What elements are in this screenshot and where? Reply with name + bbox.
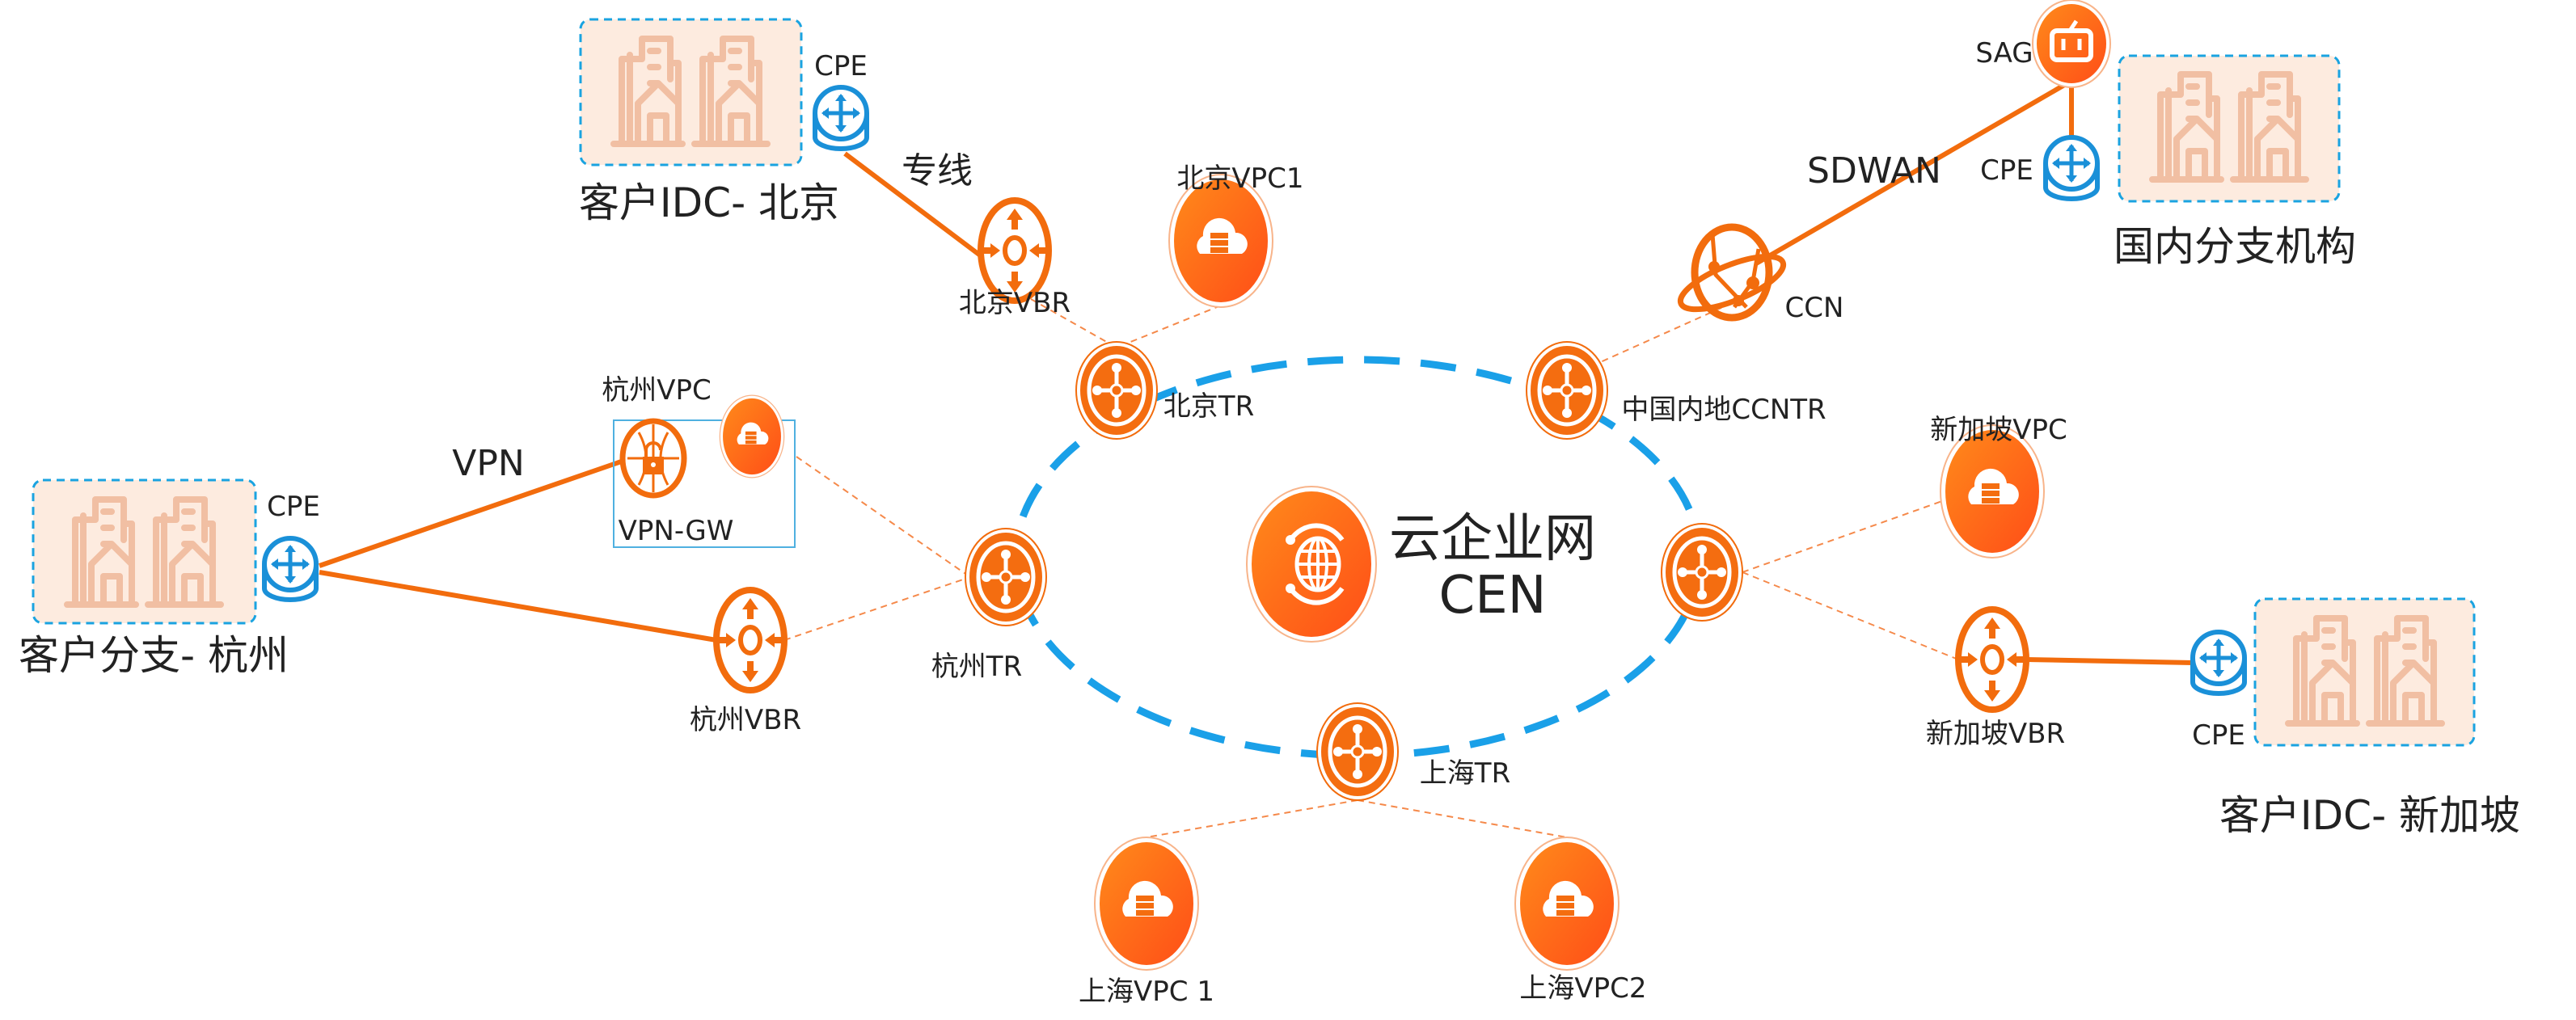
vpn-link-vbr bbox=[319, 570, 717, 643]
hangzhou-vpc[interactable]: 杭州VPC VPN-GW bbox=[602, 374, 796, 548]
leased-line-label: 专线 bbox=[902, 150, 973, 192]
tr-hangzhou[interactable]: 杭州TR bbox=[931, 529, 1046, 683]
vpn-gateway[interactable] bbox=[619, 418, 687, 499]
beijing-vpc1[interactable]: 北京VPC1 bbox=[1168, 162, 1304, 308]
vbr-icon bbox=[716, 590, 784, 690]
sdwan-label: SDWAN bbox=[1807, 150, 1941, 192]
link-bjvbr-tr bbox=[1030, 298, 1117, 348]
vbr-icon bbox=[981, 200, 1049, 301]
site-label: 客户IDC- 北京 bbox=[579, 179, 839, 226]
tr-beijing[interactable]: 北京TR bbox=[1076, 342, 1254, 439]
tr-singapore[interactable] bbox=[1662, 524, 1742, 621]
link-bjvpc-tr bbox=[1116, 305, 1222, 348]
hangzhou-vbr[interactable]: 杭州VBR bbox=[690, 590, 801, 736]
sag[interactable]: SAG bbox=[1975, 0, 2111, 88]
vpn-label: VPN bbox=[452, 443, 525, 484]
node-label: 杭州VBR bbox=[690, 704, 801, 736]
site-domestic-branch[interactable]: CPE 国内分支机构 bbox=[1980, 54, 2356, 270]
vpn-gw-label: VPN-GW bbox=[619, 515, 734, 547]
solid-links bbox=[319, 78, 2194, 665]
cpe-label: CPE bbox=[1980, 154, 2033, 187]
node-label: 上海VPC2 bbox=[1519, 972, 1646, 1005]
link-shvpc1-tr bbox=[1146, 799, 1358, 838]
link-sgvpc-tr bbox=[1742, 500, 1943, 573]
transit-router-icon bbox=[1076, 342, 1157, 439]
cen-title-cn: 云企业网 bbox=[1389, 509, 1596, 569]
sdwan-link bbox=[1755, 78, 2073, 266]
vpn-link-gw bbox=[319, 456, 631, 568]
transit-router-icon bbox=[1662, 524, 1742, 621]
vpc-cloud-icon bbox=[719, 394, 785, 478]
cpe-router-icon[interactable] bbox=[2046, 137, 2097, 199]
link-hzvpc-tr bbox=[796, 456, 971, 578]
link-hzvbr-tr bbox=[783, 576, 971, 641]
tr-label: 杭州TR bbox=[931, 651, 1022, 683]
singapore-vpc[interactable]: 新加坡VPC bbox=[1930, 414, 2067, 558]
site-idc-beijing[interactable]: CPE 客户IDC- 北京 bbox=[579, 18, 868, 226]
site-idc-singapore[interactable]: CPE 客户IDC- 新加坡 bbox=[2192, 597, 2520, 839]
sag-icon bbox=[2037, 4, 2106, 83]
singapore-leased-link bbox=[2025, 657, 2194, 665]
site-label: 客户IDC- 新加坡 bbox=[2219, 792, 2520, 839]
transit-router-icon bbox=[1527, 342, 1607, 439]
ccn-globe-icon bbox=[1691, 223, 1773, 322]
link-shvpc2-tr bbox=[1357, 799, 1568, 838]
node-label: 北京VBR bbox=[959, 287, 1071, 319]
node-label: 新加坡VBR bbox=[1926, 718, 2065, 750]
node-label: 上海VPC 1 bbox=[1079, 976, 1214, 1008]
node-label: 新加坡VPC bbox=[1930, 414, 2067, 446]
cpe-label: CPE bbox=[2192, 719, 2245, 752]
cpe-router-icon[interactable] bbox=[815, 87, 867, 149]
node-label: CCN bbox=[1785, 292, 1844, 324]
node-label: SAG bbox=[1975, 37, 2033, 70]
cen-title-en: CEN bbox=[1439, 566, 1547, 626]
leased-line-link bbox=[843, 151, 984, 259]
vbr-icon bbox=[1958, 609, 2026, 710]
node-label: 杭州VPC bbox=[602, 374, 712, 407]
site-label: 客户分支- 杭州 bbox=[19, 632, 289, 679]
vpc-boundary bbox=[613, 419, 796, 548]
singapore-vbr[interactable]: 新加坡VBR bbox=[1926, 609, 2065, 750]
shanghai-vpc1[interactable]: 上海VPC 1 bbox=[1079, 837, 1214, 1008]
transit-router-icon bbox=[1317, 703, 1398, 800]
tr-shanghai[interactable]: 上海TR bbox=[1317, 703, 1510, 800]
site-label: 国内分支机构 bbox=[2114, 223, 2356, 270]
shanghai-vpc2[interactable]: 上海VPC2 bbox=[1514, 837, 1647, 1005]
vpc-cloud-icon bbox=[1094, 837, 1199, 971]
cpe-label: CPE bbox=[814, 50, 868, 82]
tr-label: 北京TR bbox=[1163, 390, 1254, 423]
tr-label: 中国内地CCNTR bbox=[1621, 394, 1826, 426]
tr-label: 上海TR bbox=[1420, 757, 1510, 790]
beijing-vbr[interactable]: 北京VBR bbox=[959, 200, 1071, 319]
node-label: 北京VPC1 bbox=[1176, 162, 1303, 195]
cpe-router-icon[interactable] bbox=[264, 538, 316, 600]
cen-center[interactable]: 云企业网 CEN bbox=[1246, 486, 1596, 643]
link-sgvbr-tr bbox=[1742, 571, 1959, 660]
vpc-cloud-icon bbox=[1514, 837, 1620, 971]
site-branch-hangzhou[interactable]: CPE 客户分支- 杭州 bbox=[19, 478, 320, 679]
cpe-label: CPE bbox=[267, 491, 320, 523]
tr-ccn[interactable]: 中国内地CCNTR bbox=[1527, 342, 1826, 439]
ccn[interactable]: CCN bbox=[1674, 223, 1844, 324]
transit-router-icon bbox=[965, 529, 1046, 626]
cpe-router-icon[interactable] bbox=[2193, 632, 2244, 693]
